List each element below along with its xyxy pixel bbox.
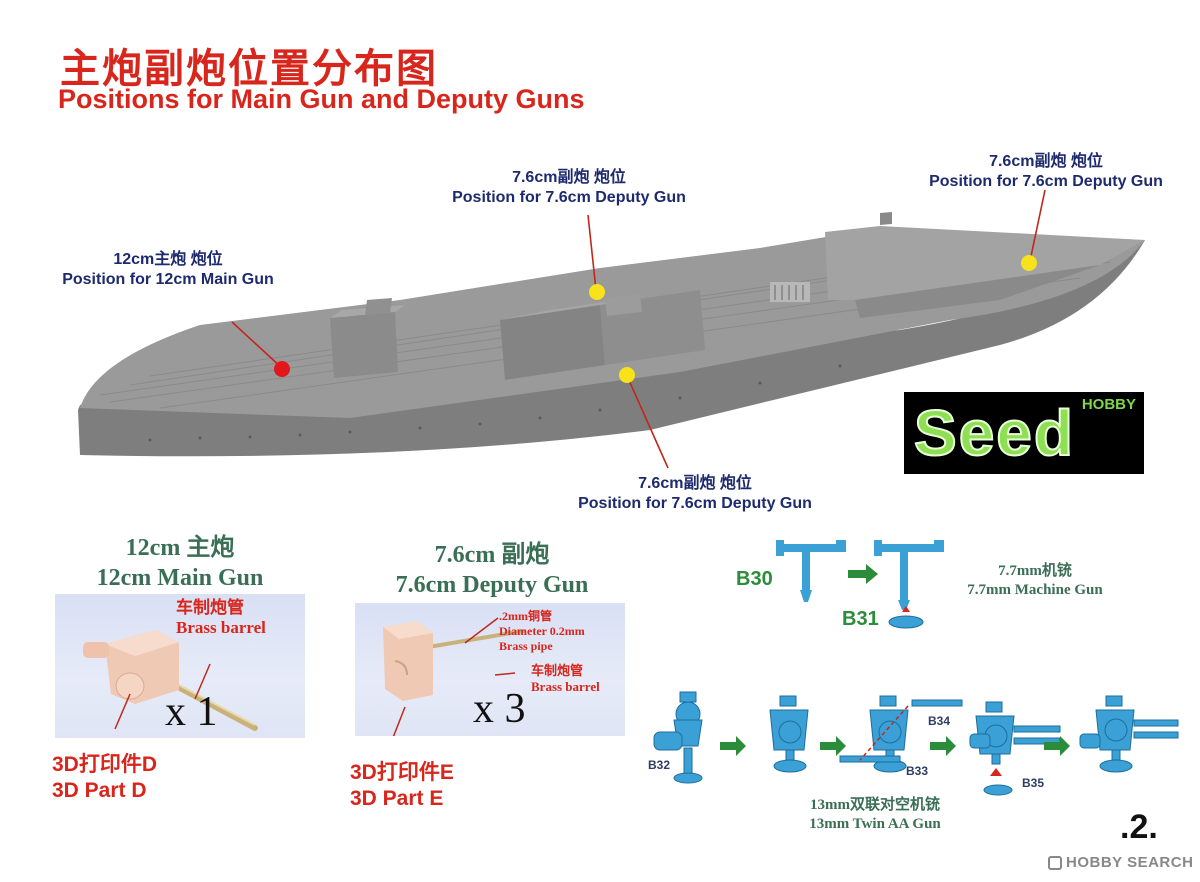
machine-gun-diagram bbox=[776, 540, 944, 629]
deputy-gun-render bbox=[383, 617, 525, 736]
arrow-right-icon bbox=[848, 564, 878, 584]
part-leader bbox=[114, 693, 131, 730]
callout-main-gun-en: Position for 12cm Main Gun bbox=[62, 271, 274, 288]
main-gun-title-en: 12cm Main Gun bbox=[96, 565, 264, 591]
main-gun-quantity: x 1 bbox=[165, 689, 218, 735]
code-b34: B34 bbox=[928, 714, 951, 728]
aa-arrow-3 bbox=[930, 736, 956, 756]
deputy-gun-marker-mid bbox=[589, 284, 605, 300]
callout-deputy-lower: 7.6cm副炮 炮位 Position for 7.6cm Deputy Gun bbox=[560, 474, 830, 514]
twin-aa-caption: 13mm双联对空机铳 13mm Twin AA Gun bbox=[770, 796, 980, 834]
deputy-pipe-cn: .2mm铜管 bbox=[499, 609, 552, 623]
aa-stage-2 bbox=[769, 695, 809, 773]
main-gun-title-cn: 12cm 主炮 bbox=[125, 535, 235, 561]
machine-gun-part-b30 bbox=[776, 540, 846, 602]
callout-deputy-stern: 7.6cm副炮 炮位 Position for 7.6cm Deputy Gun bbox=[910, 152, 1182, 192]
deputy-barrel-label: 车制炮管 Brass barrel bbox=[531, 663, 600, 695]
deputy-pipe-en1: Diameter 0.2mm bbox=[499, 624, 585, 638]
callout-deputy-stern-en: Position for 7.6cm Deputy Gun bbox=[929, 173, 1163, 190]
arrow-up-icon bbox=[902, 606, 910, 612]
main-gun-photo: 车制炮管 Brass barrel x 1 bbox=[55, 594, 305, 738]
deputy-gun-title-en: 7.6cm Deputy Gun bbox=[395, 572, 589, 598]
machine-gun-caption-en: 7.7mm Machine Gun bbox=[967, 582, 1103, 598]
twin-aa-gun-diagram bbox=[653, 691, 1179, 796]
callout-deputy-stern-cn: 7.6cm副炮 炮位 bbox=[989, 153, 1103, 170]
main-gun-part-label: 3D打印件D 3D Part D bbox=[52, 752, 157, 804]
code-b33: B33 bbox=[906, 764, 929, 778]
deputy-gun-title-cn: 7.6cm 副炮 bbox=[434, 542, 550, 568]
deputy-gun-part-title: 7.6cm 副炮 7.6cm Deputy Gun bbox=[362, 540, 622, 600]
main-part-en: 3D Part D bbox=[52, 779, 147, 802]
watermark-text: HOBBY SEARCH bbox=[1066, 854, 1194, 871]
callout-deputy-mid-en: Position for 7.6cm Deputy Gun bbox=[452, 189, 686, 206]
callout-deputy-mid-cn: 7.6cm副炮 炮位 bbox=[512, 169, 626, 186]
aa-arrow-2 bbox=[820, 736, 846, 756]
main-gun-part-title: 12cm 主炮 12cm Main Gun bbox=[60, 533, 300, 593]
callout-deputy-mid: 7.6cm副炮 炮位 Position for 7.6cm Deputy Gun bbox=[434, 168, 704, 208]
aa-stage-1 bbox=[653, 691, 703, 784]
barrel-leader bbox=[194, 663, 211, 700]
machine-gun-caption-cn: 7.7mm机铳 bbox=[998, 563, 1072, 579]
machine-gun-caption: 7.7mm机铳 7.7mm Machine Gun bbox=[940, 562, 1130, 600]
aa-stage-3 bbox=[839, 695, 963, 773]
page-number: .2. bbox=[1120, 808, 1158, 846]
code-b32: B32 bbox=[648, 758, 671, 772]
logo-hobby-text: HOBBY bbox=[1081, 396, 1136, 413]
deputy-part-cn: 3D打印件E bbox=[350, 761, 454, 784]
deputy-barrel-cn: 车制炮管 bbox=[531, 663, 584, 678]
page-title-en: Positions for Main Gun and Deputy Guns bbox=[58, 84, 585, 114]
ship-hull-illustration bbox=[78, 189, 1145, 469]
deputy-gun-quantity: x 3 bbox=[473, 686, 526, 732]
machine-gun-part-b31 bbox=[874, 540, 944, 629]
deputy-pipe-label: .2mm铜管 Diameter 0.2mm Brass pipe bbox=[499, 609, 585, 654]
aa-stage-5 bbox=[1079, 695, 1179, 773]
main-part-cn: 3D打印件D bbox=[52, 753, 158, 776]
code-b35: B35 bbox=[1022, 776, 1045, 790]
main-barrel-label: 车制炮管 Brass barrel bbox=[176, 598, 266, 638]
vent-grille bbox=[770, 282, 810, 302]
twin-aa-caption-en: 13mm Twin AA Gun bbox=[809, 816, 941, 832]
logo-brand-text: Seed bbox=[913, 396, 1075, 470]
callout-deputy-lower-cn: 7.6cm副炮 炮位 bbox=[638, 475, 752, 492]
main-barrel-cn: 车制炮管 bbox=[176, 598, 244, 617]
main-gun-marker bbox=[274, 361, 290, 377]
aa-stage-4 bbox=[969, 701, 1061, 796]
callout-main-gun-cn: 12cm主炮 炮位 bbox=[113, 251, 223, 268]
deputy-gun-marker-lower bbox=[619, 367, 635, 383]
deputy-gun-marker-stern bbox=[1021, 255, 1037, 271]
hobby-search-watermark: HOBBY SEARCH bbox=[1048, 854, 1193, 871]
main-gun-render bbox=[83, 630, 258, 731]
aa-arrow-up-icon bbox=[990, 768, 1002, 776]
code-b31: B31 bbox=[842, 608, 879, 630]
seed-hobby-logo: HOBBY Seed bbox=[904, 392, 1144, 474]
deputy-part-en: 3D Part E bbox=[350, 787, 444, 810]
page-title-cn: 主炮副炮位置分布图 bbox=[60, 46, 438, 92]
deputy-gun-part-label: 3D打印件E 3D Part E bbox=[350, 760, 454, 812]
deputy-resin-body bbox=[383, 621, 433, 701]
code-b30: B30 bbox=[736, 568, 773, 590]
aft-raised-deck bbox=[825, 226, 1145, 300]
deputy-gun-photo: .2mm铜管 Diameter 0.2mm Brass pipe 车制炮管 Br… bbox=[355, 603, 625, 736]
callout-main-gun: 12cm主炮 炮位 Position for 12cm Main Gun bbox=[48, 250, 288, 290]
callout-deputy-lower-en: Position for 7.6cm Deputy Gun bbox=[578, 495, 812, 512]
leader-lines bbox=[231, 189, 1046, 469]
midship-deckhouse bbox=[500, 305, 605, 380]
portholes bbox=[148, 364, 842, 442]
main-barrel-en: Brass barrel bbox=[176, 618, 266, 637]
deputy-pipe-en2: Brass pipe bbox=[499, 639, 553, 653]
forward-bridge bbox=[330, 312, 398, 378]
deputy-part-leader bbox=[392, 706, 406, 736]
aa-arrow-4 bbox=[1044, 736, 1070, 756]
deputy-barrel-en: Brass barrel bbox=[531, 679, 600, 694]
twin-aa-caption-cn: 13mm双联对空机铳 bbox=[810, 797, 940, 813]
aa-arrow-1 bbox=[720, 736, 746, 756]
watermark-logo-icon bbox=[1048, 855, 1062, 870]
